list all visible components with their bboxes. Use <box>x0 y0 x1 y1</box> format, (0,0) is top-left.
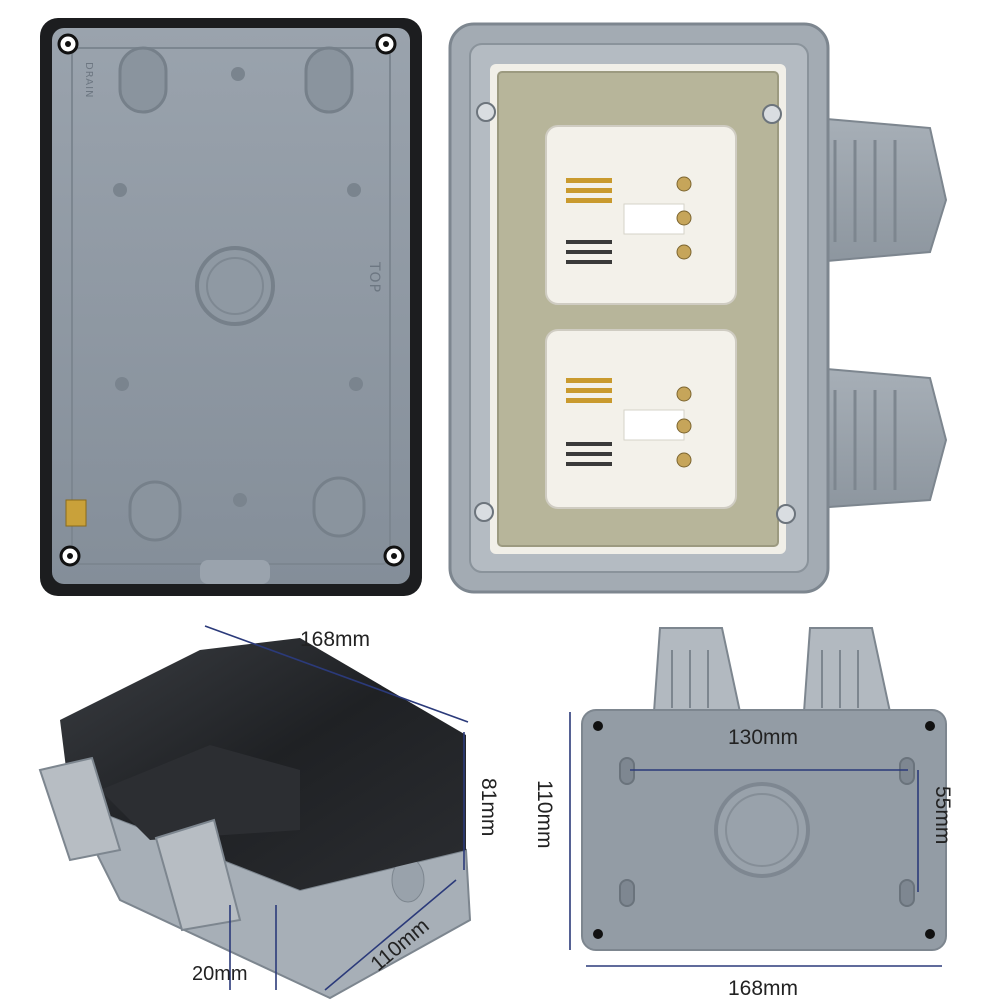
dimension-lines-back <box>569 712 942 967</box>
socket-top <box>545 125 737 305</box>
corner-hole-icon <box>57 33 405 567</box>
gland-label: 20mm <box>192 963 248 985</box>
body-height-label: 110mm <box>533 780 556 848</box>
drain-emboss: DRAIN <box>83 62 94 99</box>
socket-bottom <box>545 329 737 509</box>
box-interior-panel: DRAIN TOP <box>40 18 422 596</box>
top-emboss: TOP <box>366 261 382 293</box>
screw-icon <box>474 102 796 524</box>
length-label: 168mm <box>300 628 370 651</box>
body-width-label: 168mm <box>728 977 798 1000</box>
height-label: 81mm <box>477 778 500 836</box>
closed-box-panel: 168mm 81mm 110mm 20mm <box>38 625 500 1000</box>
socket-module-panel <box>448 22 948 594</box>
mount-horizontal-label: 130mm <box>728 726 798 749</box>
mount-vertical-label: 55mm <box>931 786 954 844</box>
dimension-lines-closed <box>204 625 469 991</box>
back-view-panel: 130mm 55mm 110mm 168mm <box>533 627 954 1000</box>
